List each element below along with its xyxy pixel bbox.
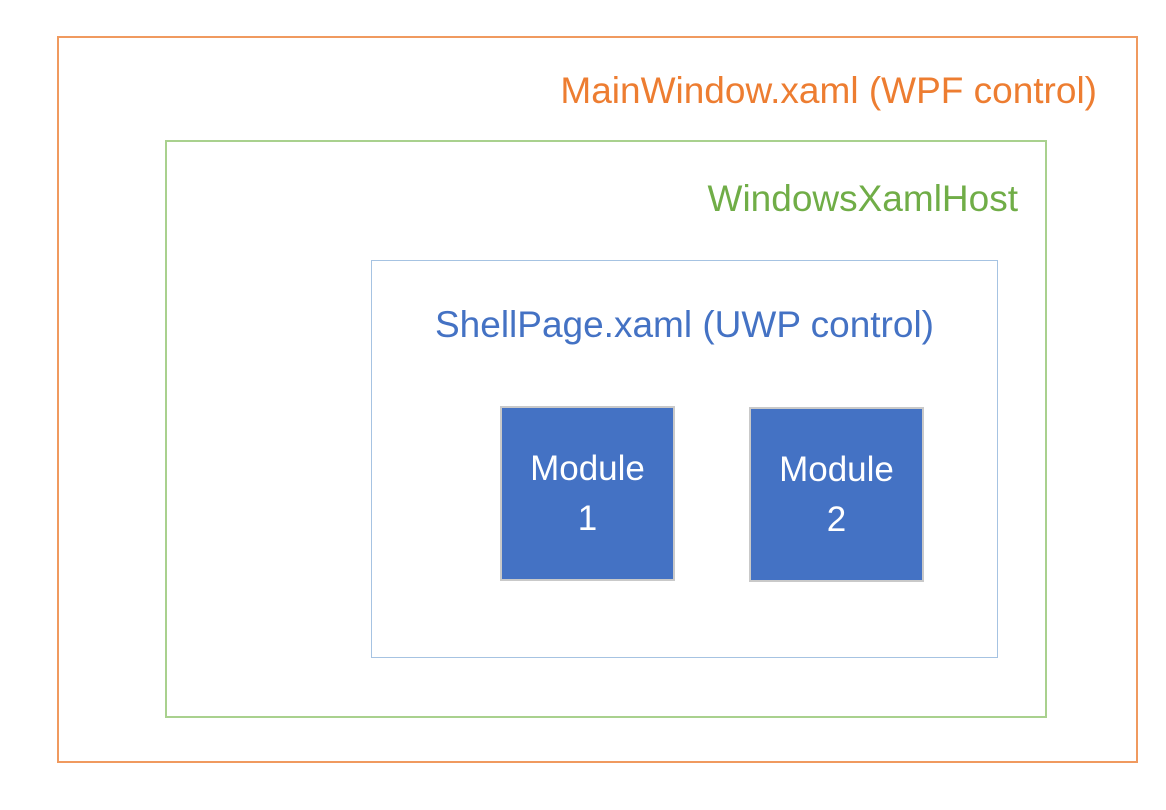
mainwindow-wpf-label: MainWindow.xaml (WPF control) (560, 70, 1097, 111)
windowsxamlhost-label: WindowsXamlHost (707, 178, 1018, 219)
module-2-label-line2: 2 (826, 499, 847, 539)
module-1-label-line1: Module (530, 448, 645, 488)
module-2-box: Module 2 (749, 407, 924, 582)
shellpage-uwp-label: ShellPage.xaml (UWP control) (435, 304, 934, 345)
module-1-box: Module 1 (500, 406, 675, 581)
module-1-label-line2: 1 (577, 498, 598, 538)
module-2-label-line1: Module (779, 449, 894, 489)
